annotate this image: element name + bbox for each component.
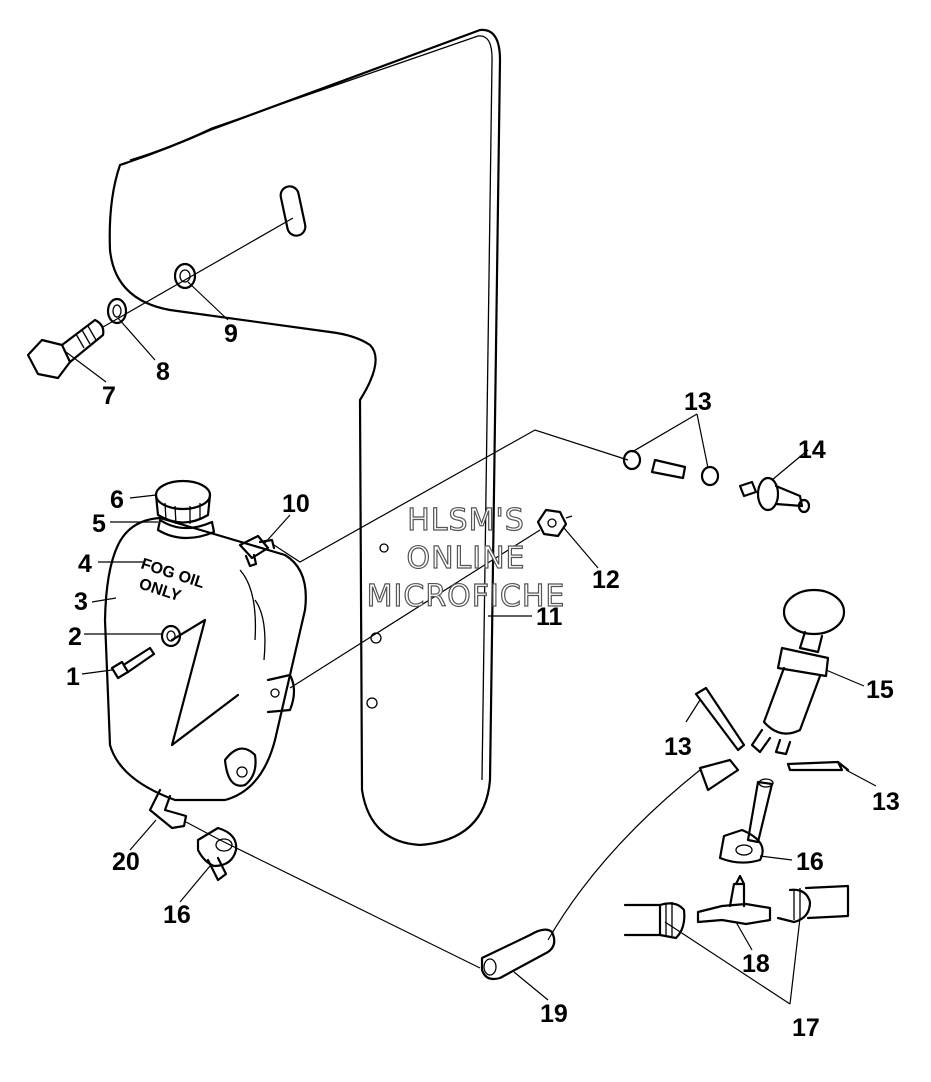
- nut-axis-line: [289, 529, 541, 689]
- callout-11: 11: [536, 603, 563, 631]
- watermark-line1: HLSM'S: [407, 503, 525, 538]
- callout-16-left: 16: [163, 901, 191, 929]
- fitting-13-upper: [622, 449, 720, 487]
- primer-pump-15: [750, 588, 846, 756]
- callout-20: 20: [112, 848, 140, 876]
- callout-6: 6: [110, 486, 124, 514]
- leader-17: [664, 917, 801, 1005]
- tank-neck-5: [156, 518, 216, 540]
- leader-6: [129, 494, 157, 499]
- check-valve-14: [738, 476, 811, 514]
- leader-13-right: [845, 769, 877, 787]
- bolt-axis-line: [102, 217, 294, 328]
- callout-14: 14: [798, 436, 826, 464]
- callout-2: 2: [68, 623, 82, 651]
- callout-13-right: 13: [872, 788, 900, 816]
- hose-pump-down: [746, 780, 774, 844]
- leader-10: [263, 514, 291, 545]
- leader-9: [187, 281, 229, 321]
- callout-13-left: 13: [664, 733, 692, 761]
- fuel-line-17: [623, 884, 850, 940]
- callout-15: 15: [866, 676, 894, 704]
- leader-7: [65, 351, 107, 383]
- callout-18: 18: [742, 950, 770, 978]
- mounting-plate: [108, 28, 502, 847]
- washer-9: [173, 262, 197, 290]
- callout-19: 19: [540, 1000, 568, 1028]
- leader-1: [81, 669, 113, 675]
- bolt-7: [26, 318, 105, 380]
- plate-hole: [379, 543, 389, 553]
- fitting-13-right: [786, 760, 850, 772]
- leader-15: [825, 669, 865, 687]
- tee-fitting-18: [696, 874, 772, 926]
- fuel-line-19-return: [547, 769, 701, 941]
- callout-12: 12: [592, 566, 620, 594]
- vent-line: [273, 429, 629, 563]
- drain-hose-20: [148, 788, 188, 830]
- plate-slot: [279, 185, 307, 237]
- fitting-10: [238, 534, 276, 568]
- plate-hole: [366, 697, 378, 709]
- watermark-line2: ONLINE: [406, 541, 525, 576]
- hose-end: [758, 778, 774, 788]
- hose-end: [483, 958, 497, 976]
- leader-16-left: [179, 865, 211, 903]
- fitting-13-left: [694, 686, 746, 752]
- callout-13-upper: 13: [684, 388, 712, 416]
- leader-18: [735, 921, 753, 951]
- callout-16-right: 16: [796, 848, 824, 876]
- nut-12: [536, 508, 573, 538]
- leader-3: [91, 597, 117, 603]
- screw-1: [110, 646, 156, 680]
- leader-13-left: [685, 699, 701, 723]
- leader-8: [117, 317, 156, 361]
- fuel-line-19: [480, 928, 556, 981]
- plate-hole: [370, 632, 382, 644]
- watermark-line3: MICROFICHE: [367, 579, 566, 614]
- callout-17: 17: [792, 1014, 820, 1042]
- callout-3: 3: [74, 588, 88, 616]
- washer-2: [160, 624, 182, 648]
- hose-upper-short: [698, 758, 740, 792]
- leader-13-upper: [631, 413, 709, 469]
- callout-8: 8: [156, 358, 170, 386]
- callout-5: 5: [92, 510, 106, 538]
- callout-7: 7: [102, 382, 116, 410]
- leader-12: [563, 527, 599, 569]
- callout-1: 1: [66, 663, 80, 691]
- washer-8: [106, 297, 128, 325]
- oil-tank: [103, 516, 307, 802]
- leader-14: [771, 449, 809, 481]
- fuel-line-main: [185, 821, 481, 969]
- leader-20: [129, 819, 157, 851]
- callout-10: 10: [282, 490, 310, 518]
- callout-4: 4: [78, 550, 92, 578]
- tank-cap-6: [154, 479, 212, 525]
- leader-16-right: [759, 855, 793, 861]
- leader-19: [513, 971, 549, 1001]
- callout-9: 9: [224, 320, 238, 348]
- mounting-plate-edge: [129, 35, 493, 781]
- clip-16-right: [718, 828, 764, 864]
- clip-16-left: [196, 826, 238, 882]
